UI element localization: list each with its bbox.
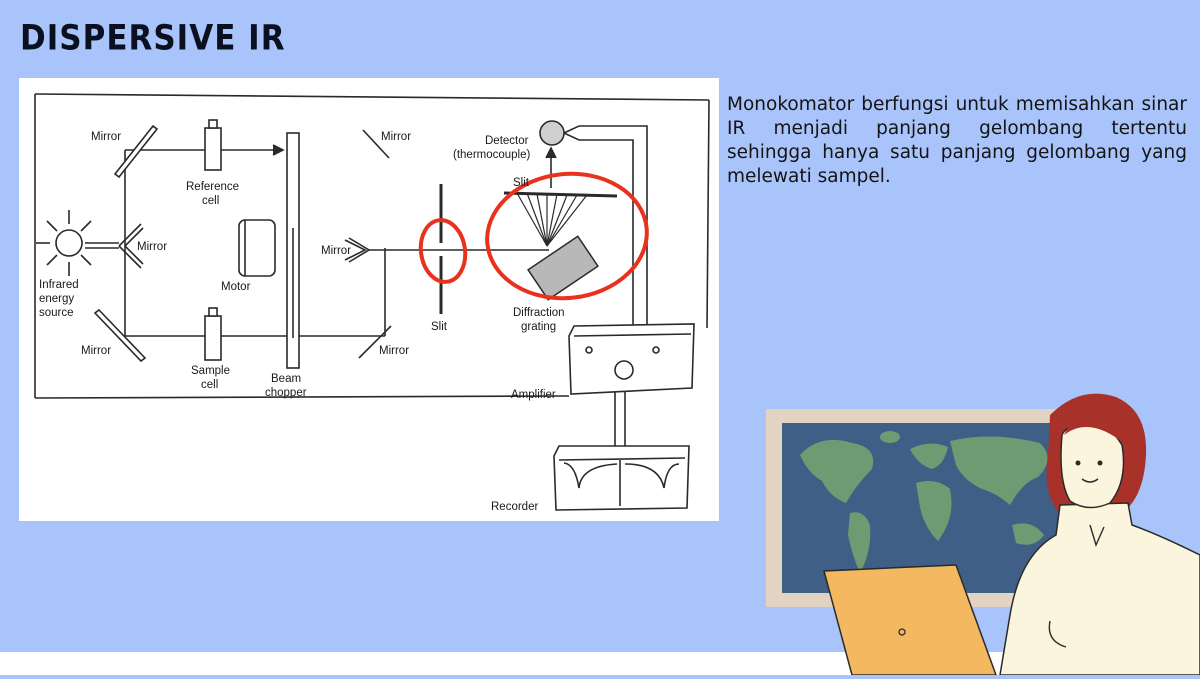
mirror-source — [118, 223, 144, 269]
mirror-mid-right — [344, 237, 371, 263]
label-recorder: Recorder — [491, 501, 538, 513]
diffraction-grating — [527, 235, 599, 301]
exit-slit — [503, 191, 618, 198]
label-reference-cell-2: cell — [202, 195, 219, 207]
label-mirror-bottom-right: Mirror — [379, 345, 409, 357]
label-grating: Diffraction — [513, 307, 565, 319]
label-motor: Motor — [221, 281, 251, 293]
infrared-source — [55, 229, 83, 257]
label-amplifier: Amplifier — [511, 389, 556, 401]
annotation-slit — [418, 218, 468, 284]
world-map-icon — [766, 409, 1078, 607]
diffracted-rays — [516, 192, 588, 247]
label-slit-top: Slit — [513, 177, 530, 189]
frame-right — [706, 99, 710, 329]
mirror-bottom-right — [358, 325, 392, 359]
person-icon — [999, 393, 1200, 676]
frame-top — [34, 93, 710, 101]
label-mirror-source: Mirror — [137, 241, 167, 253]
label-detector-2: (thermocouple) — [453, 149, 531, 161]
diagram-svg: Mirror Reference cell Mirror Detector (t… — [34, 93, 710, 513]
label-source: Infrared — [39, 279, 79, 291]
slide-title: DISPERSIVE IR — [20, 18, 286, 59]
sample-cell — [204, 315, 222, 361]
teacher-illustration — [760, 385, 1200, 676]
label-chopper: Beam — [271, 373, 301, 385]
label-mirror-bottom-left: Mirror — [81, 345, 111, 357]
label-mirror-top-left: Mirror — [91, 131, 121, 143]
recorder — [553, 445, 690, 511]
label-sample-cell-2: cell — [201, 379, 218, 391]
label-grating-2: grating — [521, 321, 556, 333]
amplifier — [568, 323, 695, 395]
description-text: Monokomator berfungsi untuk memisahkan s… — [727, 94, 1187, 187]
mirror-top-right — [362, 129, 390, 159]
label-slit-bottom: Slit — [431, 321, 448, 333]
label-detector: Detector — [485, 135, 529, 147]
label-source-2: energy — [39, 293, 74, 305]
detector — [539, 120, 565, 146]
mirror-top-left — [113, 124, 159, 179]
label-reference-cell: Reference — [186, 181, 239, 193]
label-sample-cell: Sample — [191, 365, 230, 377]
frame-bottom — [34, 395, 570, 399]
label-mirror-top-right: Mirror — [381, 131, 411, 143]
annotation-monochromator — [485, 171, 649, 301]
label-mirror-mid-right: Mirror — [321, 245, 351, 257]
spectrometer-diagram: Mirror Reference cell Mirror Detector (t… — [19, 78, 719, 521]
label-source-3: source — [39, 307, 74, 319]
beam-top-arrowhead — [272, 144, 285, 156]
label-chopper-2: chopper — [265, 387, 307, 399]
reference-cell — [204, 127, 222, 171]
motor — [238, 219, 276, 277]
mirror-bottom-left — [93, 308, 147, 363]
